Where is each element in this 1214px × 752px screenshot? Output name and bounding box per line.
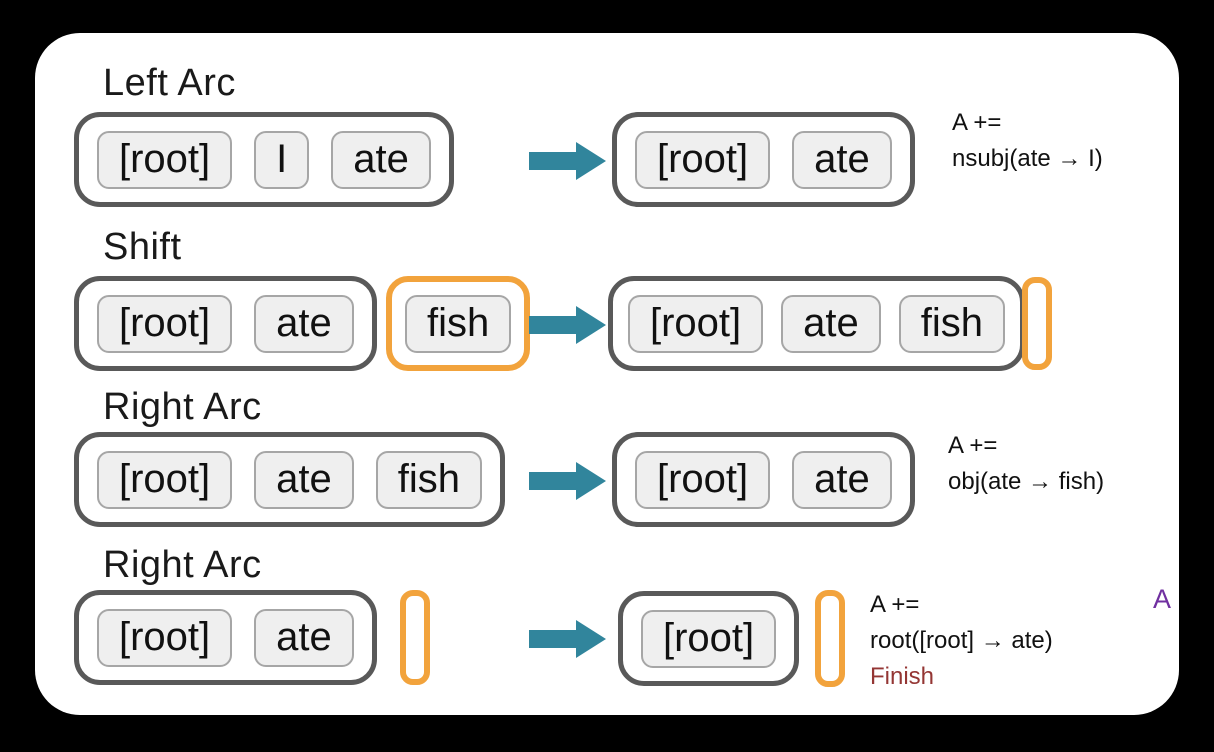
slide: Left Arc [root] I ate [root] ate A += ns… [35,33,1179,715]
word-token: ate [781,294,881,353]
annotation-line: nsubj(ate → I) [952,145,1103,172]
word-token: [root] [97,130,233,189]
word-token: fish [405,294,512,353]
word-token: [root] [635,450,771,509]
word-token: [root] [97,294,233,353]
word-token: fish [898,294,1006,353]
buffer-box: fish [386,276,531,371]
word-token: ate [254,450,354,509]
empty-buffer-box [815,590,845,687]
word-token: ate [331,130,431,189]
transition-arrow-icon [529,306,606,344]
transition-arrow-icon [529,142,606,180]
word-token: ate [254,608,354,667]
annotation-line: root([root] → ate) [870,627,1053,654]
word-token: [root] [97,608,233,667]
empty-buffer-box [400,590,430,685]
word-token: [root] [97,450,233,509]
word-token: [root] [628,294,764,353]
word-token: ate [254,294,354,353]
annotation-line: A += [870,591,920,618]
stack-box: [root] ate fish [74,432,506,527]
transition-arrow-icon [529,620,606,658]
word-token: [root] [635,130,771,189]
transition-arrow-icon [529,462,606,500]
transition-title: Right Arc [103,544,262,586]
word-token: [root] [641,609,777,668]
annotation-line: A += [952,109,1002,136]
annotation-line: obj(ate → fish) [948,468,1105,495]
transition-title: Right Arc [103,386,262,428]
stack-box: [root] ate [74,590,377,685]
stack-box: [root] [618,591,800,686]
word-token: fish [375,450,483,509]
stack-box: [root] ate [612,432,915,527]
stack-box: [root] I ate [74,112,454,207]
transition-title: Left Arc [103,62,236,104]
empty-buffer-box [1022,277,1052,370]
arc-annotation: A += nsubj(ate → I) [952,105,1103,177]
word-token: ate [792,450,892,509]
arc-annotation: A += obj(ate → fish) [948,428,1104,500]
arc-annotation: A += root([root] → ate) Finish [870,587,1053,695]
stack-box: [root] ate [74,276,377,371]
transition-title: Shift [103,226,182,268]
corner-label: A [1153,584,1172,614]
finish-label: Finish [870,663,935,690]
word-token: ate [792,130,892,189]
stack-box: [root] ate fish [608,276,1026,371]
annotation-line: A += [948,432,998,459]
stack-box: [root] ate [612,112,915,207]
word-token: I [254,130,310,189]
